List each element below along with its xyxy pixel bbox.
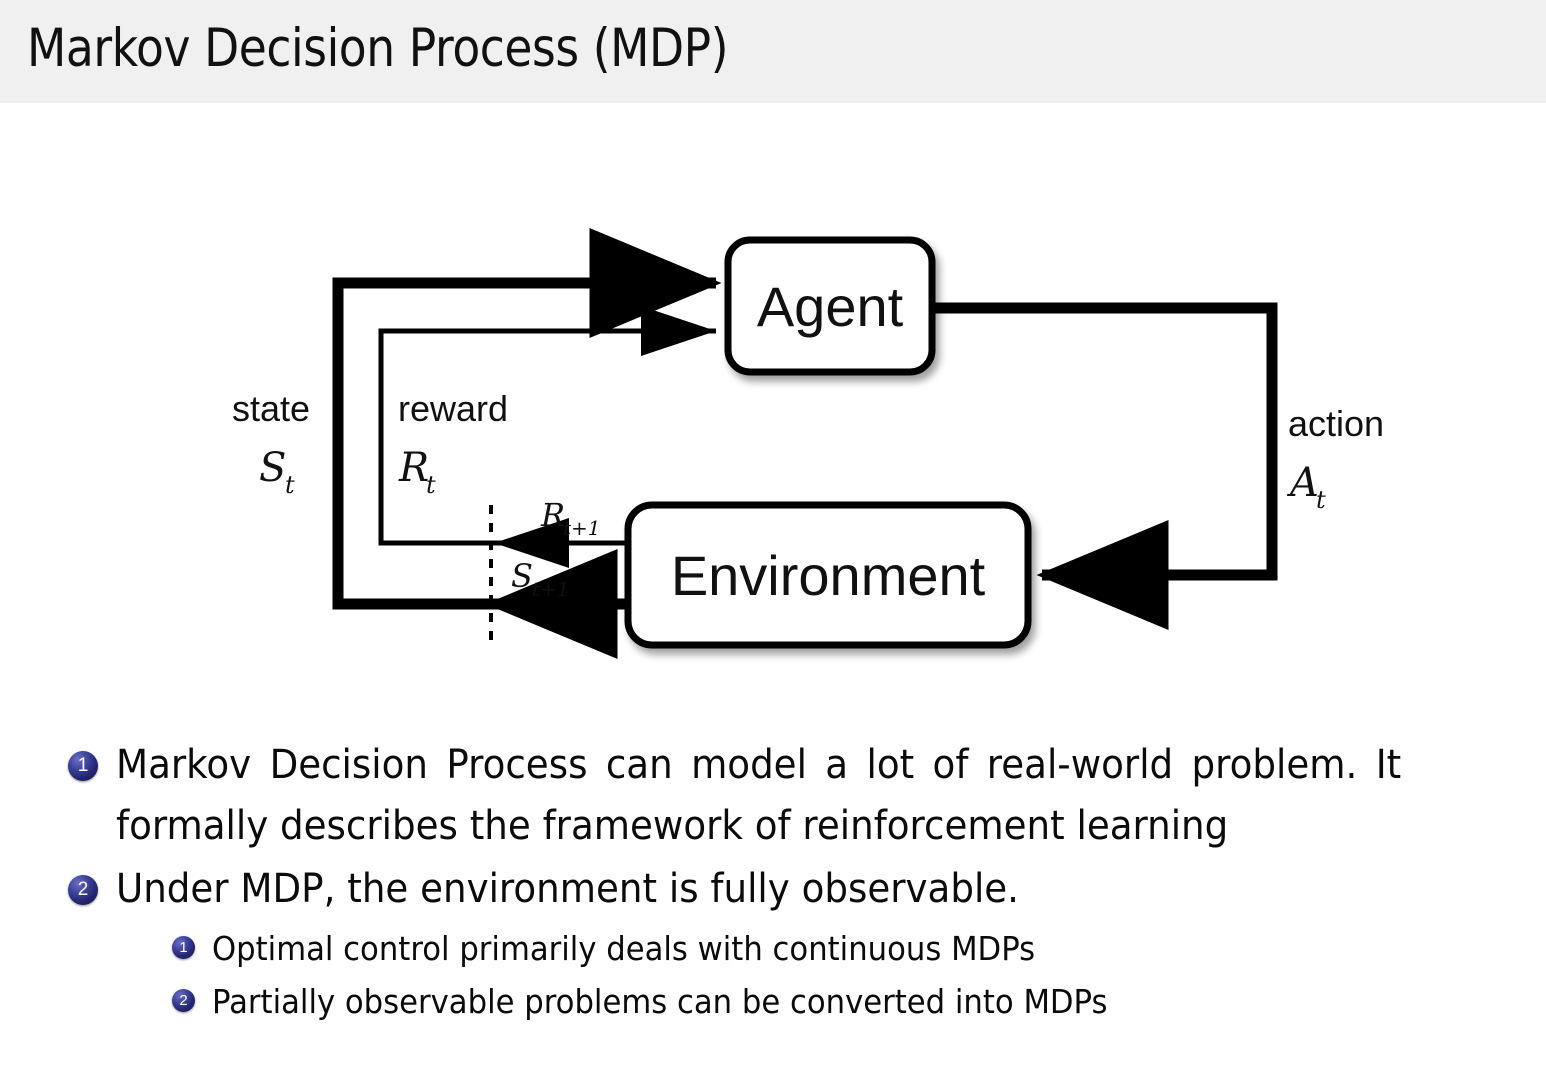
next-reward-symbol: R: [540, 496, 565, 534]
list-item: 2 Partially observable problems can be c…: [0, 975, 1546, 1028]
sub-bullet-text: Optimal control primarily deals with con…: [212, 929, 1036, 968]
sub-bullet-text: Partially observable problems can be con…: [212, 982, 1108, 1021]
action-label-word: action: [1288, 403, 1384, 444]
action-label-subscript: t: [1316, 486, 1326, 514]
sub-bullet-marker-2: 2: [172, 989, 195, 1012]
reward-label-word: reward: [398, 388, 508, 429]
environment-box[interactable]: Environment: [624, 501, 1032, 649]
agent-environment-diagram: Agent Environment state S t reward R t a…: [0, 103, 1546, 713]
next-state-subscript: t+1: [532, 577, 570, 601]
list-item: 1 Markov Decision Process can model a lo…: [0, 735, 1546, 857]
agent-box[interactable]: Agent: [724, 236, 936, 376]
agent-box-label: Agent: [757, 275, 904, 338]
state-label-subscript: t: [285, 471, 295, 499]
bullet-marker-1: 1: [68, 751, 98, 781]
reward-label: reward R t: [398, 388, 508, 499]
reward-feedback-path: [378, 306, 716, 568]
next-reward-label: R t+1: [540, 496, 601, 540]
state-feedback-path: [332, 228, 722, 659]
state-label-symbol: S: [259, 445, 286, 491]
reward-label-symbol: R: [398, 445, 429, 491]
state-label: state S t: [232, 388, 310, 499]
page-title: Markov Decision Process (MDP): [27, 18, 729, 79]
list-item: 1 Optimal control primarily deals with c…: [0, 922, 1546, 975]
action-label-symbol: A: [1286, 460, 1319, 506]
bullet-text: Under MDP, the environment is fully obse…: [116, 866, 1020, 912]
slide-header: Markov Decision Process (MDP): [0, 0, 1546, 103]
next-state-symbol: S: [511, 557, 533, 595]
bullet-text: Markov Decision Process can model a lot …: [116, 742, 1402, 849]
next-reward-subscript: t+1: [563, 516, 601, 540]
next-state-label: S t+1: [511, 557, 570, 601]
sub-bullet-marker-1: 1: [172, 936, 195, 959]
state-label-word: state: [232, 388, 310, 429]
bullet-list: 1 Markov Decision Process can model a lo…: [0, 735, 1546, 1028]
bullet-marker-2: 2: [68, 875, 98, 905]
action-path: [932, 302, 1278, 630]
reward-label-subscript: t: [426, 471, 436, 499]
list-item: 2 Under MDP, the environment is fully ob…: [0, 859, 1546, 920]
action-label: action A t: [1286, 403, 1384, 514]
environment-box-label: Environment: [671, 544, 986, 607]
